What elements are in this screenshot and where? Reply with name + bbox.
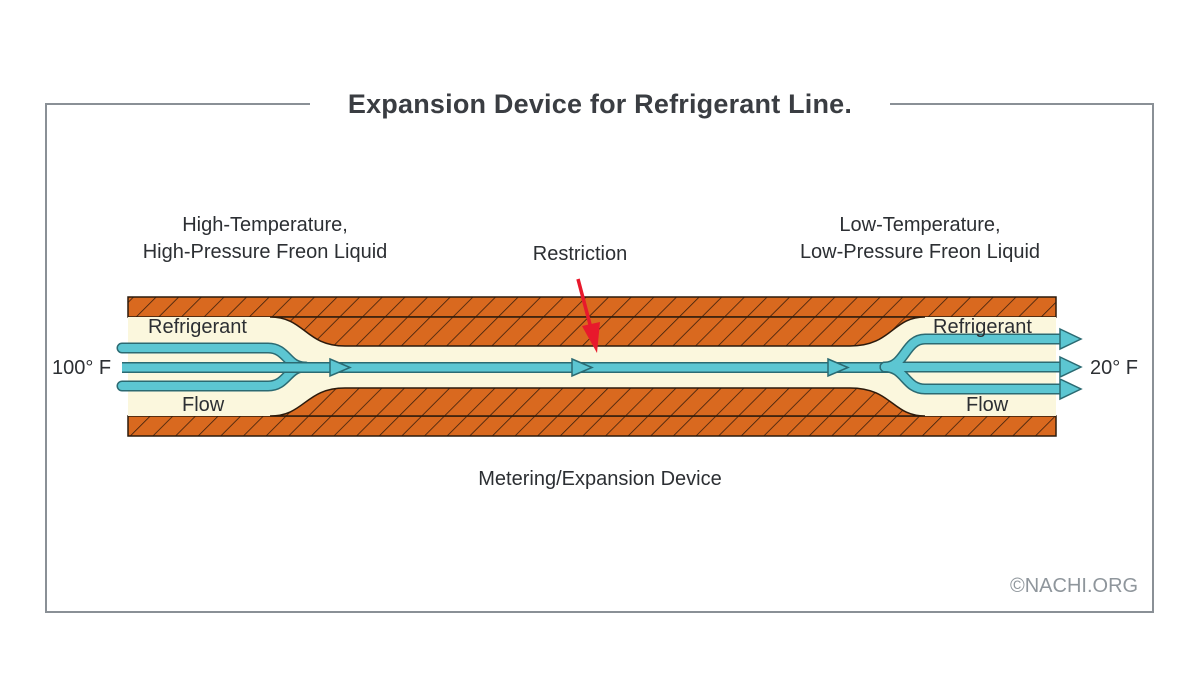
outlet-flow-arrows xyxy=(879,333,1068,395)
inlet-temperature: 100° F xyxy=(52,357,112,379)
inlet-condition-line1: High-Temperature, xyxy=(182,214,348,236)
diagram-frame xyxy=(45,103,1154,613)
inlet-condition-label: High-Temperature, High-Pressure Freon Li… xyxy=(110,212,420,266)
left-refrigerant-label: Refrigerant xyxy=(148,316,247,338)
page-title: Expansion Device for Refrigerant Line. xyxy=(310,84,890,124)
outlet-condition-line1: Low-Temperature, xyxy=(839,214,1001,236)
restriction-wall-bottom xyxy=(269,387,926,417)
main-flow-stream-fill xyxy=(122,363,902,372)
arrow-right-icon xyxy=(329,357,850,378)
right-flow-label: Flow xyxy=(966,394,1009,416)
copyright-notice: ©NACHI.ORG xyxy=(1010,575,1139,597)
outlet-condition-label: Low-Temperature, Low-Pressure Freon Liqu… xyxy=(770,212,1070,266)
arrow-right-icon xyxy=(1059,327,1083,401)
restriction-label: Restriction xyxy=(532,243,628,265)
device-caption: Metering/Expansion Device xyxy=(478,468,722,490)
outlet-condition-line2: Low-Pressure Freon Liquid xyxy=(799,241,1041,263)
inlet-condition-line2: High-Pressure Freon Liquid xyxy=(142,241,388,263)
arrow-down-icon xyxy=(576,278,600,353)
right-refrigerant-label: Refrigerant xyxy=(933,316,1032,338)
outlet-temperature: 20° F xyxy=(1090,357,1139,379)
left-flow-label: Flow xyxy=(182,394,225,416)
